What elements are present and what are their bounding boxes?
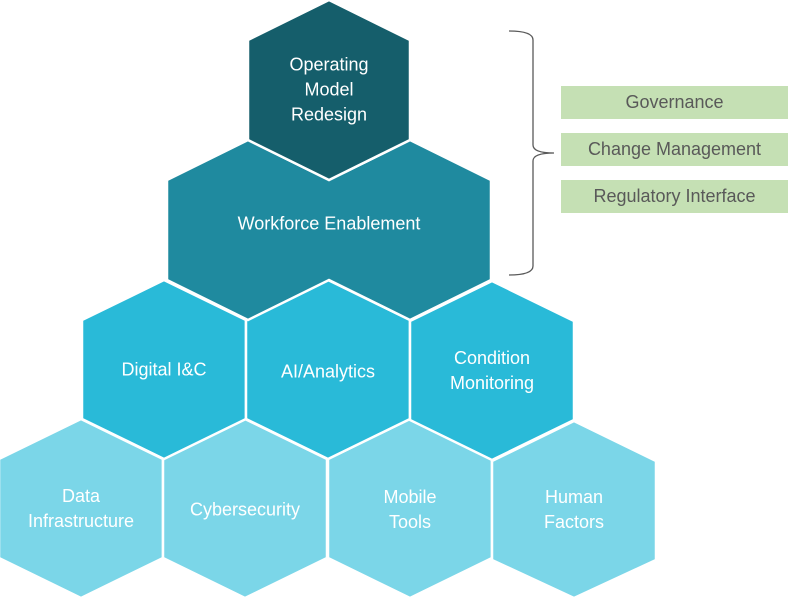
label-ai-analytics: AI/Analytics xyxy=(280,361,376,382)
label-cybersecurity: Cybersecurity xyxy=(189,499,301,520)
label-digital-ic: Digital I&C xyxy=(121,359,207,380)
label-condition-monitoring: Condition Monitoring xyxy=(449,348,535,393)
label-operating-model-redesign: Operating Model Redesign xyxy=(289,54,369,125)
label-human-factors: Human Factors xyxy=(543,487,605,532)
label-workforce-enablement: Workforce Enablement xyxy=(237,213,421,234)
side-box-governance: Governance xyxy=(561,86,788,119)
label-data-infrastructure: Data Infrastructure xyxy=(27,486,135,531)
curly-bracket xyxy=(508,30,555,276)
label-mobile-tools: Mobile Tools xyxy=(383,487,437,532)
side-box-change-management: Change Management xyxy=(561,133,788,166)
side-box-regulatory-interface: Regulatory Interface xyxy=(561,180,788,213)
hex-operating-model-redesign xyxy=(246,0,412,182)
